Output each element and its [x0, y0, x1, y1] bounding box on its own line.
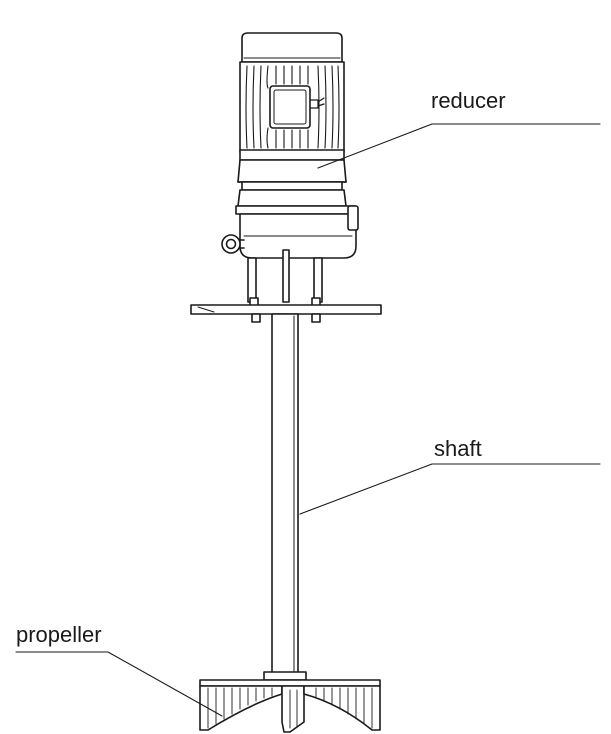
- propeller-label: propeller: [16, 622, 102, 647]
- reducer-label: reducer: [431, 88, 506, 113]
- propeller-blade-left: [199, 685, 283, 731]
- propeller-blade-right: [303, 685, 381, 731]
- propeller: [199, 671, 381, 733]
- leader-shaft: [299, 463, 601, 515]
- motor: [239, 32, 345, 161]
- lantern-support: [247, 249, 323, 307]
- cable-gland: [309, 97, 325, 109]
- coupling-shaft: [282, 249, 290, 303]
- reducer-flange: [235, 205, 357, 215]
- motor-cooling-fins: [245, 65, 340, 149]
- reducer-lower-housing: [237, 189, 347, 207]
- shaft: [271, 313, 299, 677]
- leader-propeller: [15, 651, 223, 717]
- leader-reducer: [317, 123, 601, 169]
- lifting-eye: [221, 234, 241, 254]
- propeller-hub: [263, 671, 307, 681]
- reducer: [221, 159, 359, 259]
- shaft-label: shaft: [434, 436, 482, 461]
- leader-lines: [15, 123, 601, 717]
- motor-fan-cover: [241, 32, 343, 63]
- propeller-blade-center: [281, 685, 305, 733]
- terminal-box: [269, 85, 311, 129]
